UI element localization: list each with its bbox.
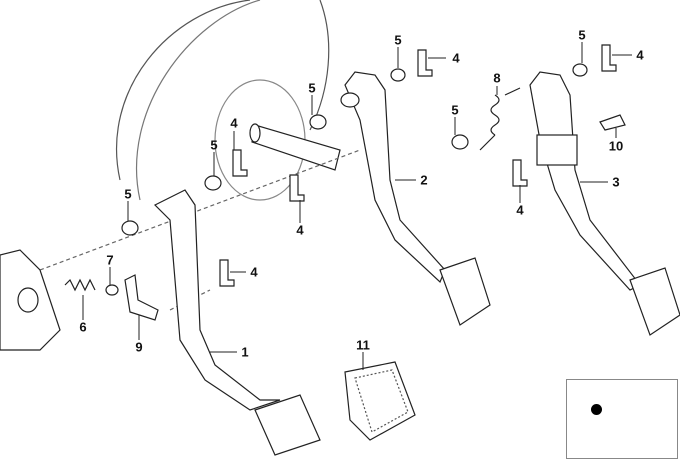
pedal-2-pad bbox=[439, 257, 491, 326]
callout-11: 11 bbox=[356, 337, 370, 353]
callout-7: 7 bbox=[106, 252, 114, 268]
callout-8: 8 bbox=[493, 70, 501, 86]
callout-4: 4 bbox=[516, 202, 524, 218]
shaft-end bbox=[249, 123, 261, 143]
stop-bolt bbox=[599, 114, 626, 131]
bushings bbox=[105, 63, 588, 296]
callout-5: 5 bbox=[308, 80, 316, 96]
callout-2: 2 bbox=[420, 172, 428, 188]
callout-5: 5 bbox=[124, 186, 132, 202]
callout-4: 4 bbox=[296, 222, 304, 238]
callout-10: 10 bbox=[608, 138, 624, 154]
callout-4: 4 bbox=[250, 264, 258, 280]
mounting-hole bbox=[17, 287, 39, 313]
clips bbox=[219, 44, 617, 287]
callout-5: 5 bbox=[210, 137, 218, 153]
pedal-2-bushing bbox=[340, 92, 360, 108]
callout-5: 5 bbox=[394, 32, 402, 48]
pedal-pad-cover bbox=[344, 361, 416, 441]
dot-icon bbox=[591, 404, 602, 415]
tension-spring bbox=[64, 278, 96, 292]
callout-5: 5 bbox=[578, 27, 586, 43]
pedal-3-bracket bbox=[536, 134, 578, 166]
callout-1: 1 bbox=[241, 344, 249, 360]
pedal-1-arm bbox=[153, 189, 281, 411]
callout-6: 6 bbox=[79, 319, 87, 335]
pedal-3-pad bbox=[629, 267, 680, 336]
pedal-3-arm bbox=[529, 71, 641, 291]
callout-5: 5 bbox=[451, 102, 459, 118]
callout-3: 3 bbox=[612, 174, 620, 190]
callout-4: 4 bbox=[636, 47, 644, 63]
callout-9: 9 bbox=[135, 339, 143, 355]
callout-4: 4 bbox=[452, 50, 460, 66]
pad-texture bbox=[354, 369, 409, 433]
callout-4: 4 bbox=[230, 115, 238, 131]
pedal-1-pad bbox=[254, 394, 321, 456]
bracket bbox=[124, 274, 159, 321]
legend-box bbox=[566, 379, 678, 459]
return-spring bbox=[479, 87, 521, 151]
leader-lines bbox=[82, 42, 632, 370]
pedal-shaft bbox=[251, 124, 341, 171]
pedal-2-arm bbox=[344, 71, 446, 284]
booster-rim bbox=[135, 0, 261, 201]
mounting-bracket bbox=[0, 249, 61, 351]
axis-line bbox=[39, 149, 361, 271]
